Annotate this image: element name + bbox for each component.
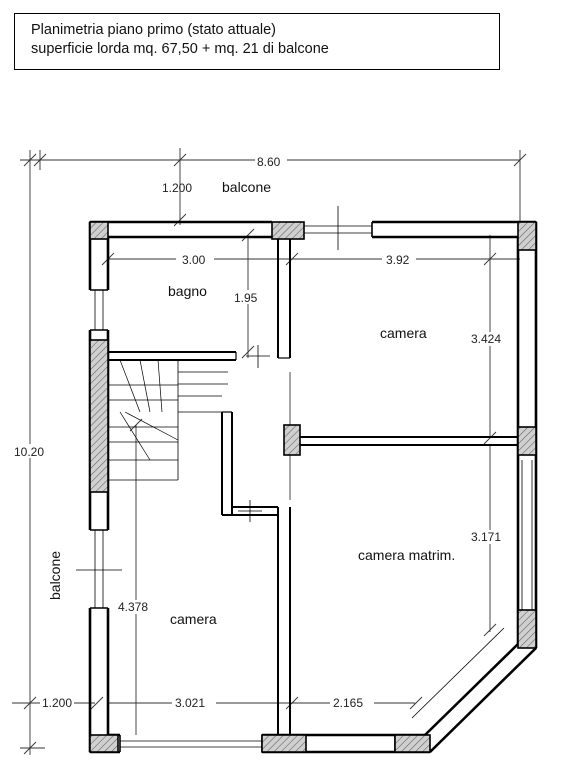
title-box: Planimetria piano primo (stato attuale) … [14,13,500,70]
room-label-camera-matrim: camera matrim. [358,547,455,563]
walls [76,206,538,754]
dim-overall-width: 8.60 [257,155,281,169]
dim-camera-matrim-depth: 3.171 [471,530,501,544]
dim-camera-bottom-depth: 4.378 [118,600,148,614]
pillars [89,221,537,753]
dim-balcone-depth-top: 1.200 [162,181,192,195]
dim-bagno-depth: 1.95 [234,291,258,305]
title-line-1: Planimetria piano primo (stato attuale) [31,22,277,38]
title-line-2: superficie lorda mq. 67,50 + mq. 21 di b… [31,41,329,57]
room-label-bagno: bagno [168,283,207,299]
dim-balcone-depth-left: 1.200 [42,696,72,710]
dimension-labels: 8.60 1.200 10.20 1.200 3.00 3.92 1.95 3.… [14,154,510,710]
dim-camera-bottom-width: 3.021 [175,696,205,710]
room-label-balcone-left: balcone [47,551,63,600]
room-label-balcone-top: balcone [222,179,271,195]
dim-camera-top-width: 3.92 [386,253,410,267]
dim-camera-matrim-width: 2.165 [333,696,363,710]
room-label-camera-top: camera [380,325,427,341]
dim-overall-height: 10.20 [14,445,44,459]
dim-camera-top-depth: 3.424 [471,332,501,346]
room-label-camera-bottom: camera [170,611,217,627]
dim-bagno-width: 3.00 [182,253,206,267]
